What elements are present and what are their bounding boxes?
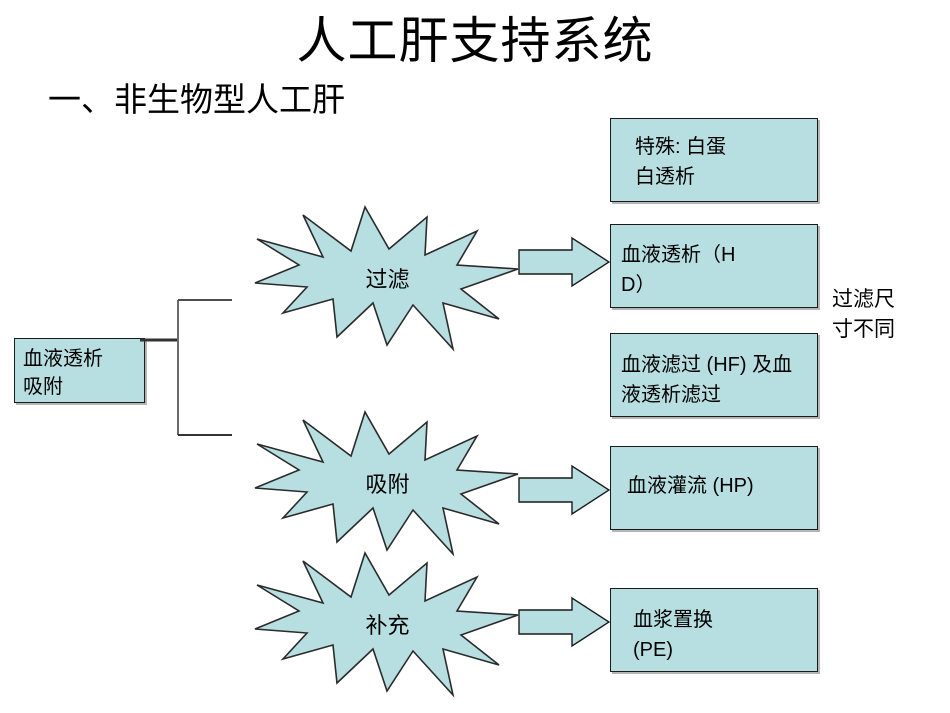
annotation-pore-size-note: 过滤尺 寸不同 [832, 288, 895, 341]
outcome-box-albumin-dialysis[interactable]: 特殊: 白蛋 白透析 [610, 118, 818, 202]
outcome-label-hemofiltration: 血液滤过 (HF) 及血 液透析滤过 [621, 354, 793, 406]
outcome-box-hemoperfusion[interactable]: 血液灌流 (HP) [610, 446, 818, 530]
page-title: 人工肝支持系统 [296, 13, 654, 69]
arrow-icon-supplementation-to-plasma-exchange [518, 596, 610, 648]
mechanism-starburst-filtration[interactable]: 过滤 [254, 205, 520, 352]
source-node-label: 血液透析 吸附 [23, 348, 103, 398]
outcome-box-hemofiltration[interactable]: 血液滤过 (HF) 及血 液透析滤过 [610, 333, 818, 417]
mechanism-starburst-adsorption[interactable]: 吸附 [254, 410, 520, 557]
outcome-box-hemodialysis[interactable]: 血液透析（H D） [610, 224, 818, 308]
outcome-label-hemodialysis: 血液透析（H D） [621, 244, 736, 296]
arrow-icon-adsorption-to-hemoperfusion [518, 464, 610, 516]
outcome-label-hemoperfusion: 血液灌流 (HP) [627, 475, 754, 497]
bracket-connector [140, 290, 240, 450]
outcome-label-albumin-dialysis: 特殊: 白蛋 白透析 [635, 136, 727, 188]
outcome-label-plasma-exchange: 血浆置换 (PE) [633, 609, 713, 661]
mechanism-starburst-supplementation[interactable]: 补充 [254, 551, 520, 698]
source-node-blood-dialysis-adsorption[interactable]: 血液透析 吸附 [14, 338, 145, 403]
outcome-box-plasma-exchange[interactable]: 血浆置换 (PE) [610, 588, 818, 672]
slide-subtitle: 一、非生物型人工肝 [48, 81, 345, 118]
arrow-icon-filtration-to-hemodialysis [518, 236, 610, 288]
